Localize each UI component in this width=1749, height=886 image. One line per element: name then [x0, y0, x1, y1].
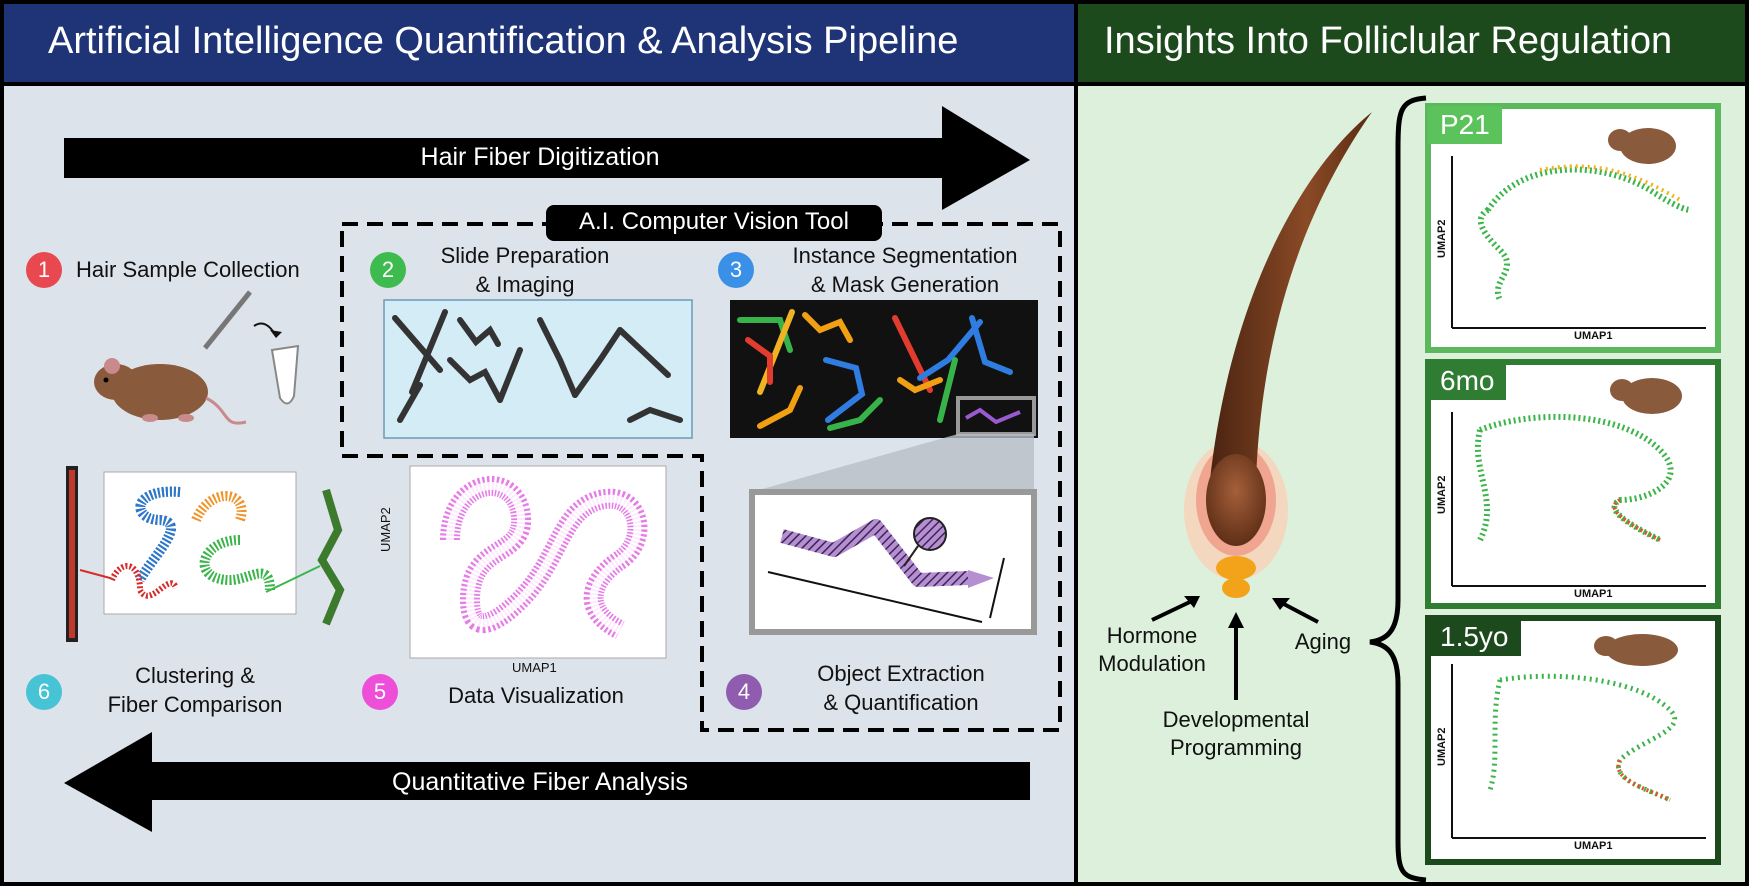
forceps-illustration	[203, 290, 252, 350]
step-2-badge: 2	[370, 252, 406, 288]
step-4-badge: 4	[726, 674, 762, 710]
cv-tool-label: A.I. Computer Vision Tool	[579, 208, 849, 235]
6mo-umap-y: UMAP2	[1436, 475, 1448, 514]
step-1-label: Hair Sample Collection	[76, 257, 300, 282]
step-1-badge: 1	[26, 252, 62, 288]
top-arrow-label: Hair Fiber Digitization	[420, 143, 660, 171]
developmental-label: Developmental Programming	[1162, 707, 1310, 760]
step-4-label: Object Extraction & Quantification	[817, 661, 985, 715]
umap-x-label: UMAP1	[512, 660, 557, 675]
hormone-label: Hormone Modulation	[1098, 623, 1206, 676]
step-6-badge: 6	[26, 674, 62, 710]
right-header-bar	[1078, 4, 1745, 82]
age-tag-1-5yo: 1.5yo	[1428, 618, 1521, 656]
1-5yo-umap-y: UMAP2	[1436, 727, 1448, 766]
age-tag-6mo: 6mo	[1428, 362, 1507, 400]
aging-label: Aging	[1294, 629, 1352, 654]
left-header-title: Artificial Intelligence Quantification &…	[48, 20, 959, 62]
right-header-title: Insights Into Folliclular Regulation	[1104, 20, 1673, 62]
bottom-arrow-label: Quantitative Fiber Analysis	[392, 768, 688, 796]
mouse-icon-p21	[1608, 128, 1676, 164]
step-3-badge: 3	[718, 252, 754, 288]
extraction-image	[749, 489, 1037, 635]
mouse-icon-1-5yo	[1594, 634, 1678, 666]
step-2-label: Slide Preparation & Imaging	[440, 243, 610, 297]
cluster-plot	[103, 471, 297, 615]
bottom-arrow	[64, 732, 1030, 832]
step-5-badge: 5	[362, 674, 398, 710]
umap-y-label: UMAP2	[378, 507, 393, 552]
mouse-icon-6mo	[1610, 378, 1682, 414]
tube-illustration	[270, 344, 300, 405]
left-header-bar	[4, 4, 1074, 82]
mouse-illustration-1	[94, 358, 247, 425]
p21-umap-x: UMAP1	[1574, 330, 1613, 342]
cv-tool-label-bg	[546, 205, 882, 241]
age-tag-p21: P21	[1428, 106, 1502, 144]
top-arrow	[64, 106, 1030, 210]
step-3-label: Instance Segmentation & Mask Generation	[792, 243, 1018, 297]
step-6-label: Clustering & Fiber Comparison	[107, 663, 283, 717]
green-fiber	[317, 488, 345, 626]
6mo-umap-x: UMAP1	[1574, 588, 1613, 600]
p21-umap-y: UMAP2	[1436, 219, 1448, 258]
1-5yo-umap-x: UMAP1	[1574, 840, 1613, 852]
step-5-label: Data Visualization	[448, 683, 624, 708]
hair-follicle-illustration	[1184, 112, 1372, 598]
cv-tool-region	[340, 222, 1062, 732]
panel-6mo	[1425, 359, 1721, 609]
brace	[1369, 95, 1427, 883]
